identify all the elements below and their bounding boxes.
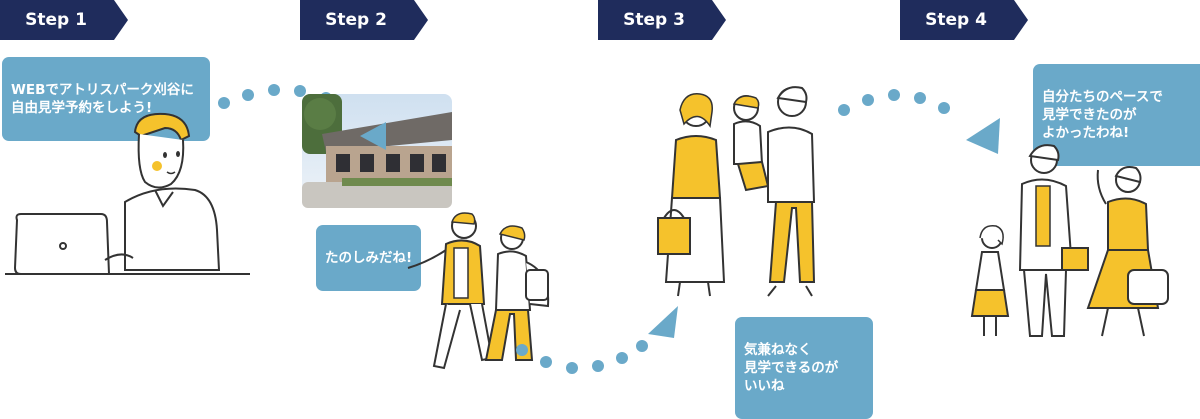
path-dot xyxy=(914,92,926,104)
path-dot xyxy=(888,89,900,101)
step-2-tab: Step 2 xyxy=(300,0,428,40)
step-2-label: Step 2 xyxy=(325,10,387,30)
facility-photo xyxy=(302,94,452,208)
step-3-bubble-text: 気兼ねなく 見学できるのが いいね xyxy=(744,342,839,394)
path-dot xyxy=(636,340,648,352)
man-with-laptop-illustration xyxy=(5,112,250,275)
path-dot xyxy=(242,89,254,101)
step-4-tab: Step 4 xyxy=(900,0,1028,40)
path-dot xyxy=(566,362,578,374)
step-1-tab: Step 1 xyxy=(0,0,128,40)
path-arrow xyxy=(966,118,1000,154)
step-3-tab: Step 3 xyxy=(598,0,726,40)
path-dot xyxy=(294,85,306,97)
path-arrow xyxy=(648,306,678,338)
step-3-label: Step 3 xyxy=(623,10,685,30)
step-3-speech-bubble: 気兼ねなく 見学できるのが いいね xyxy=(735,317,873,419)
path-dot xyxy=(938,102,950,114)
path-dot xyxy=(592,360,604,372)
path-dot xyxy=(268,84,280,96)
path-dot xyxy=(516,344,528,356)
path-dot xyxy=(218,97,230,109)
family-illustration xyxy=(657,86,816,297)
step-1-bubble-text: WEBでアトリスパーク刈谷に 自由見学予約をしよう! xyxy=(11,82,194,116)
step-4-speech-bubble: 自分たちのペースで 見学できたのが よかったわね! xyxy=(1033,64,1200,166)
step-1-label: Step 1 xyxy=(25,10,87,30)
family-walking-illustration xyxy=(970,144,1169,337)
path-dot xyxy=(616,352,628,364)
couple-walking-illustration xyxy=(407,212,550,370)
path-dot xyxy=(540,356,552,368)
step-4-bubble-text: 自分たちのペースで 見学できたのが よかったわね! xyxy=(1042,89,1163,141)
step-2-speech-bubble: たのしみだね! xyxy=(316,225,422,291)
path-dot xyxy=(838,104,850,116)
path-dot xyxy=(862,94,874,106)
step-2-bubble-text: たのしみだね! xyxy=(325,250,413,266)
step-1-speech-bubble: WEBでアトリスパーク刈谷に 自由見学予約をしよう! xyxy=(2,57,210,141)
step-4-label: Step 4 xyxy=(925,10,987,30)
